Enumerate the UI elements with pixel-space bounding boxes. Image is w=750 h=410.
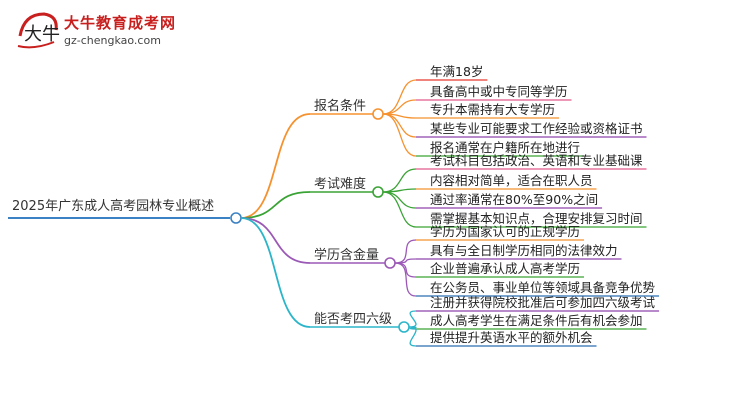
leaf-label: 提供提升英语水平的额外机会: [430, 330, 593, 345]
branch-label-1: 考试难度: [314, 177, 367, 192]
branch-node-circle: [372, 108, 384, 120]
leaf-label: 具有与全日制学历相同的法律效力: [430, 243, 618, 258]
leaf-connector: [382, 191, 417, 228]
leaf-connector: [408, 326, 417, 347]
leaf-label: 具备高中或中专同等学历: [430, 84, 568, 99]
branch-node-circle: [384, 257, 396, 269]
branch-label-3: 能否考四六级: [314, 312, 393, 327]
logo-url: gz-chengkao.com: [64, 34, 161, 47]
leaf-label: 专升本需持有大专学历: [430, 102, 556, 117]
branch-connector: [240, 113, 311, 219]
branch-connector: [240, 217, 311, 264]
leaf-connector: [408, 310, 417, 328]
root-node-label: 2025年广东成人高考园林专业概述: [12, 199, 215, 214]
branch-connector: [240, 217, 311, 328]
leaf-connector: [382, 191, 417, 209]
leaf-connector: [382, 188, 417, 193]
leaf-label: 企业普遍承认成人高考学历: [430, 261, 581, 276]
branch-node-circle: [398, 321, 410, 333]
branch-label-2: 学历含金量: [314, 248, 380, 263]
branch-label-0: 报名条件: [314, 99, 367, 114]
branch-connector: [240, 191, 311, 219]
leaf-connector: [394, 258, 417, 264]
logo-mark-icon: 大牛: [17, 12, 60, 49]
leaf-label: 年满18岁: [430, 64, 484, 79]
leaf-label: 需掌握基本知识点，合理安排复习时间: [430, 211, 643, 226]
leaf-label: 学历为国家认可的正规学历: [430, 224, 581, 239]
leaf-connector: [394, 262, 417, 297]
logo: 大牛 大牛教育成考网 gz-chengkao.com: [14, 6, 224, 54]
leaf-label: 某些专业可能要求工作经验或资格证书: [430, 121, 643, 136]
leaf-connector: [382, 79, 417, 115]
leaf-label: 成人高考学生在满足条件后有机会参加: [430, 313, 643, 328]
logo-title: 大牛教育成考网: [64, 14, 177, 32]
leaf-label: 报名通常在户籍所在地进行: [430, 140, 581, 155]
leaf-label: 内容相对简单，适合在职人员: [430, 173, 593, 188]
leaf-label: 考试科目包括政治、英语和专业基础课: [430, 153, 643, 168]
leaf-label: 注册并获得院校批准后可参加四六级考试: [430, 295, 656, 310]
branch-node-circle: [372, 186, 384, 198]
leaf-label: 通过率通常在80%至90%之间: [430, 192, 599, 207]
logo-mark-text: 大牛: [24, 24, 60, 45]
leaf-connector: [382, 113, 417, 157]
leaf-connector: [382, 99, 417, 115]
leaf-label: 在公务员、事业单位等领域具备竞争优势: [430, 280, 656, 295]
root-node-circle: [230, 212, 242, 224]
